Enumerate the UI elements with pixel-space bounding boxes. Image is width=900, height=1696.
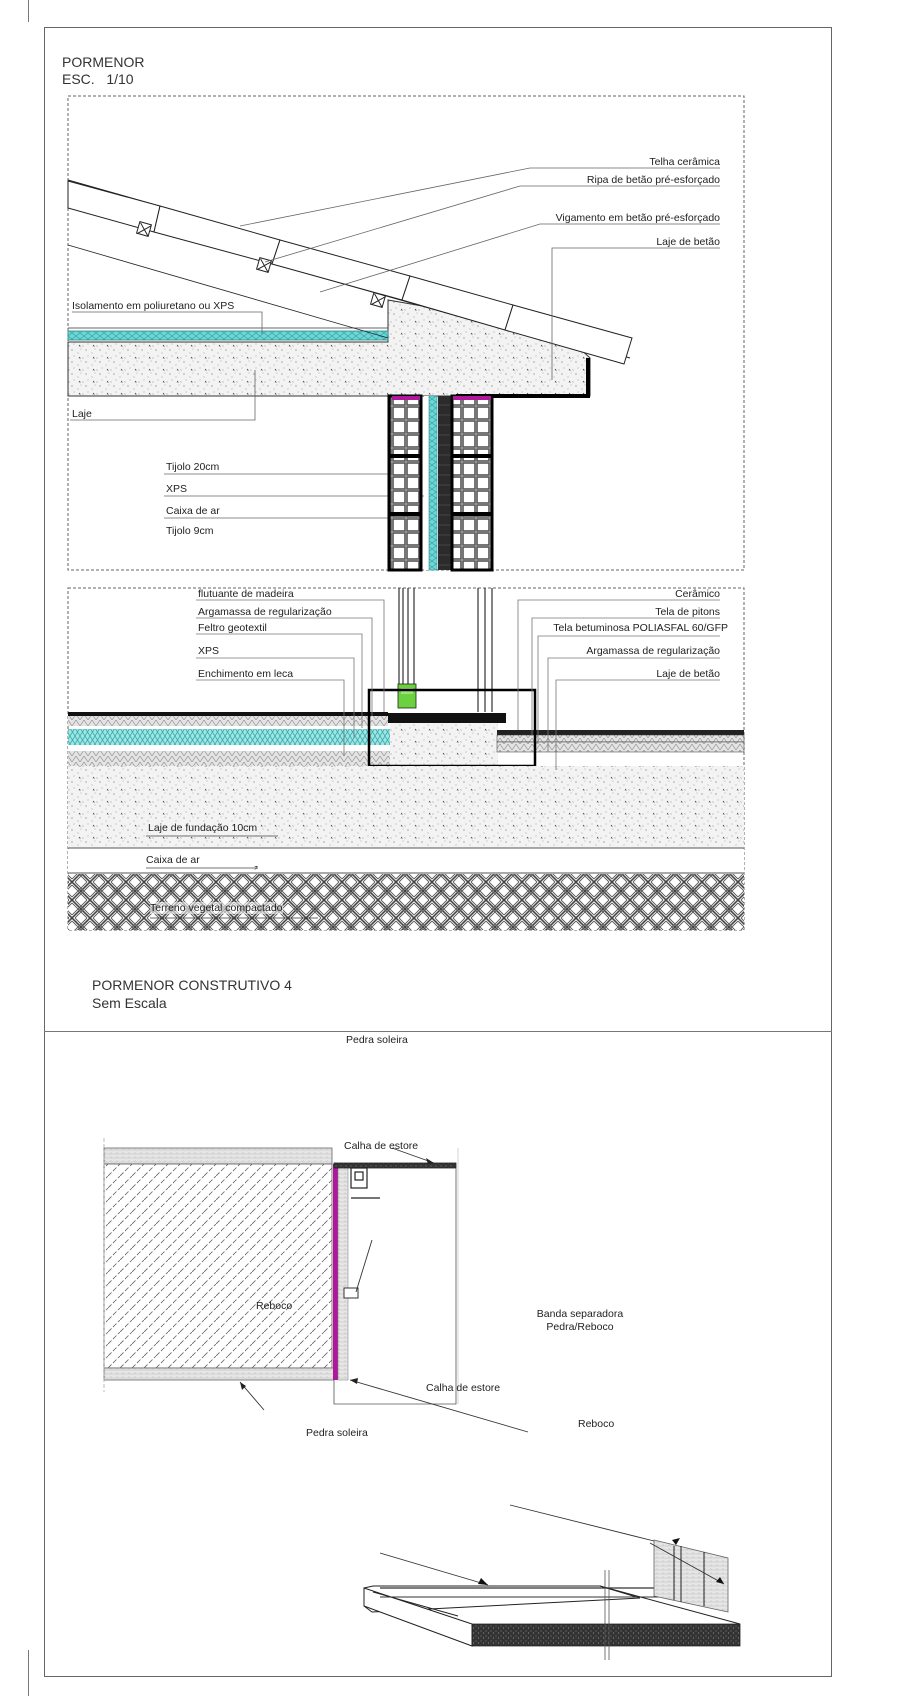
label-flutuante-madeira: flutuante de madeira [198, 588, 294, 600]
drawing-sheet-frame [44, 27, 832, 1677]
label-laje-fundacao: Laje de fundação 10cm [148, 822, 258, 834]
detail2-title: PORMENOR CONSTRUTIVO 4 [92, 977, 292, 993]
label-pedra-soleira-plan: Pedra soleira [346, 1034, 408, 1046]
label-xps-wall: XPS [166, 483, 188, 495]
label-banda-separadora: Banda separadora [536, 1308, 624, 1320]
label-pedra-soleira-iso: Pedra soleira [306, 1427, 368, 1439]
label-reboco-plan: Reboco [256, 1300, 293, 1312]
label-ceramico: Cerâmico [675, 588, 720, 600]
label-enchimento-leca: Enchimento em leca [198, 668, 294, 680]
label-tela-pitons: Tela de pitons [655, 606, 720, 618]
label-ripa-betao: Ripa de betão pré-esforçado [586, 174, 720, 186]
sheet-divider [44, 1031, 832, 1032]
label-argamassa-left: Argamassa de regularização [198, 606, 332, 618]
label-laje: Laje [72, 408, 92, 420]
label-tijolo-20cm: Tijolo 20cm [166, 461, 220, 473]
label-xps-floor: XPS [198, 645, 220, 657]
label-terreno-vegetal: Terreno vegetal compactado [150, 902, 283, 914]
label-argamassa-right: Argamassa de regularização [586, 645, 720, 657]
label-feltro-geotextil: Feltro geotextil [198, 622, 267, 634]
label-tela-betuminosa: Tela betuminosa POLIASFAL 60/GFP [553, 622, 728, 634]
label-calha-estore-iso: Calha de estore [426, 1382, 501, 1394]
label-caixa-ar-foundation: Caixa de ar [146, 854, 200, 866]
label-telha-ceramica: Telha cerâmica [649, 156, 720, 168]
page-left-edge-bottom [28, 1650, 29, 1696]
detail1-title: PORMENOR [62, 54, 145, 70]
label-calha-estore-plan: Calha de estore [344, 1140, 419, 1152]
detail2-scale: Sem Escala [92, 995, 167, 1011]
label-pedra-reboco: Pedra/Reboco [546, 1321, 614, 1333]
label-vigamento: Vigamento em betão pré-esforçado [555, 212, 720, 224]
page-left-edge-top [28, 0, 29, 22]
label-laje-betao-roof: Laje de betão [656, 236, 720, 248]
label-tijolo-9cm: Tijolo 9cm [166, 525, 214, 537]
detail1-scale: ESC. 1/10 [62, 71, 134, 87]
label-laje-betao-floor: Laje de betão [656, 668, 720, 680]
label-caixa-ar-wall: Caixa de ar [166, 505, 220, 517]
label-isolamento: Isolamento em poliuretano ou XPS [72, 300, 235, 312]
label-reboco-iso: Reboco [578, 1418, 615, 1430]
